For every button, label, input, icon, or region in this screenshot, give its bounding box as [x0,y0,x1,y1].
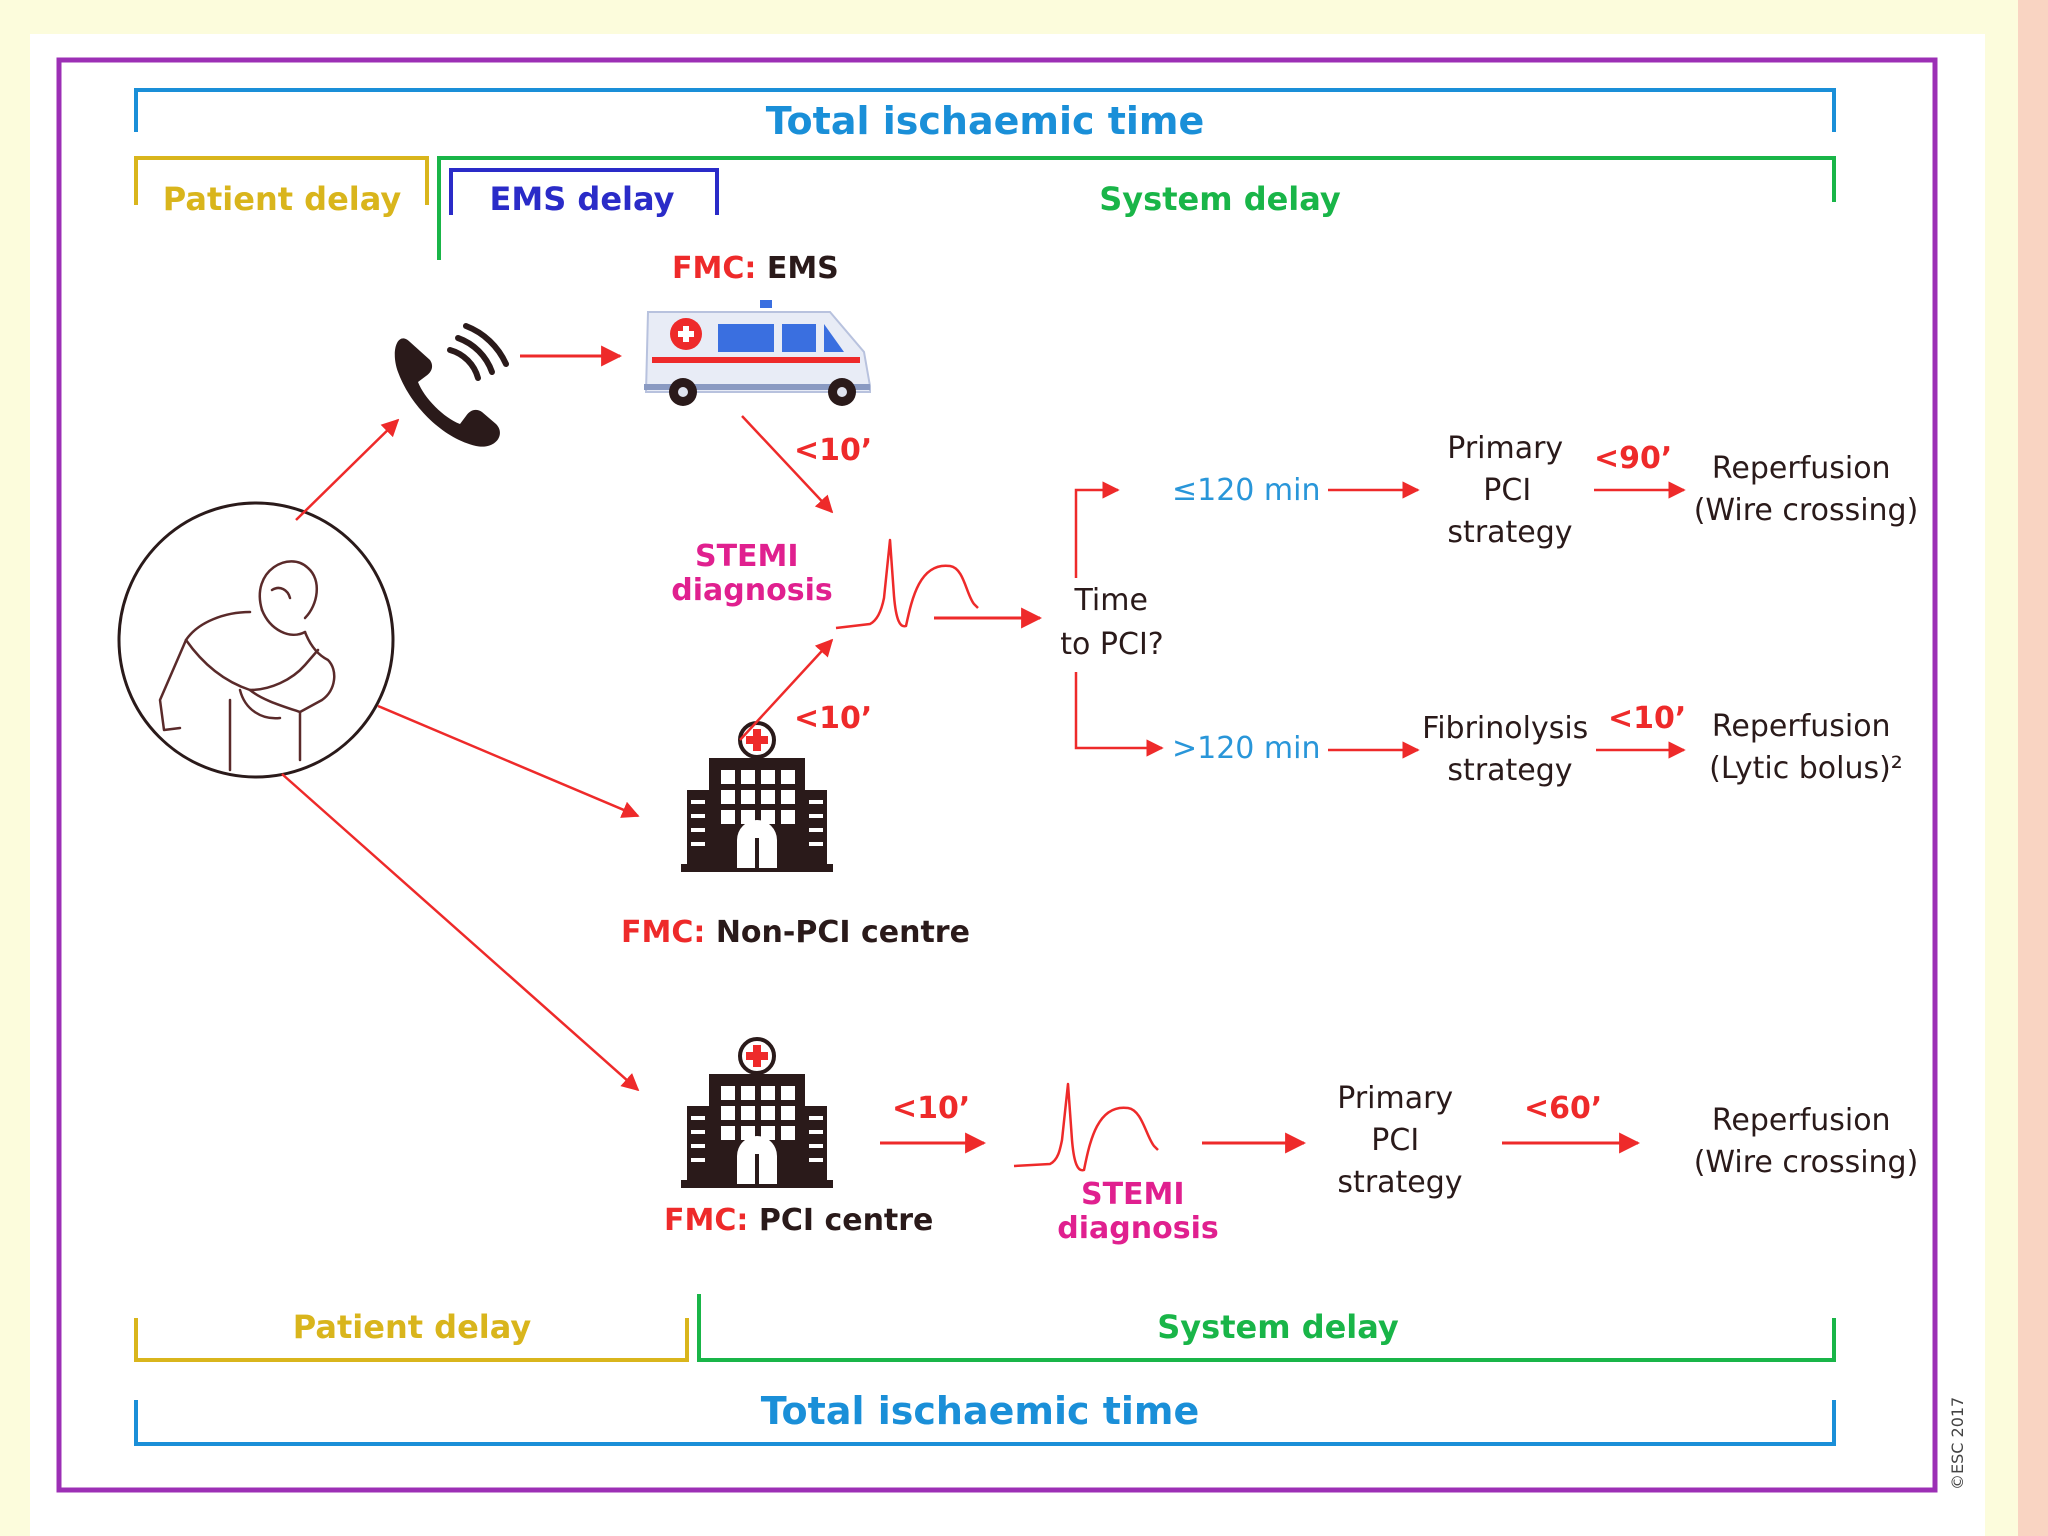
ambulance-icon [644,300,871,406]
reperfusion-lytic: Reperfusion (Lytic bolus)² [1709,709,1903,786]
lt90-label: <90’ [1594,441,1672,476]
fmc-pci-centre-label: FMC: PCI centre [664,1203,933,1238]
fmc-ems-label: FMC: EMS [672,251,839,286]
fmc-non-pci-label: FMC: Non-PCI centre [621,915,970,950]
lytic-time-label: <10’ [1608,701,1686,736]
ems-time-label: <10’ [794,433,872,468]
ems-delay-bracket [449,168,719,215]
hospital-icon [679,1037,835,1190]
ecg-icon [835,538,979,630]
arrow-ems-to-diagnosis [741,415,834,514]
diagram-frame [56,57,1938,1493]
lt60-label: <60’ [1524,1091,1602,1126]
patient-delay-label-top: Patient delay [163,180,402,218]
arrow-patient-to-non-pci [377,704,640,818]
right-strip [2018,0,2048,1536]
gt120-label: >120 min [1172,731,1321,766]
total-time-label-bottom: Total ischaemic time [761,1389,1200,1433]
primary-pci-strategy-upper: Primary PCI strategy [1447,431,1572,550]
time-to-pci-label: Time to PCI? [1060,583,1163,662]
system-delay-bracket-top [437,156,1836,260]
patient-delay-label-bottom: Patient delay [293,1308,532,1346]
branch-upper [1074,481,1120,578]
pci-centre-time-label: <10’ [892,1091,970,1126]
patient-delay-bracket-bottom [134,1318,689,1362]
reperfusion-wire-upper: Reperfusion (Wire crossing) [1694,451,1919,528]
phone-icon [394,323,509,447]
fibrinolysis-strategy: Fibrinolysis strategy [1422,711,1598,788]
total-time-bracket-top [134,88,1836,132]
le120-label: ≤120 min [1172,473,1321,508]
non-pci-time-label: <10’ [794,701,872,736]
system-delay-bracket-bottom [697,1294,1836,1362]
patient-delay-bracket-top [134,156,429,205]
total-time-bracket-bottom [134,1400,1836,1446]
diagram-canvas [30,34,1985,1536]
system-delay-label-top: System delay [1099,180,1341,218]
arrow-non-pci-to-diagnosis [739,638,834,741]
stemi-diagnosis-label-lower: STEMI diagnosis [1057,1177,1218,1246]
ecg-icon [1013,1082,1159,1172]
hospital-icon [679,721,835,874]
primary-pci-strategy-lower: Primary PCI strategy [1337,1081,1462,1200]
ems-delay-label: EMS delay [490,180,675,218]
stemi-diagnosis-label-upper: STEMI diagnosis [671,539,832,608]
arrow-patient-to-phone [295,418,400,521]
reperfusion-wire-lower: Reperfusion (Wire crossing) [1694,1103,1919,1180]
copyright-label: ©ESC 2017 [1948,1397,1967,1490]
total-time-label-top: Total ischaemic time [766,99,1205,143]
system-delay-label-bottom: System delay [1157,1308,1399,1346]
arrow-patient-to-pci-centre [281,773,640,1092]
patient-illustration [117,501,395,779]
branch-lower [1074,672,1164,757]
